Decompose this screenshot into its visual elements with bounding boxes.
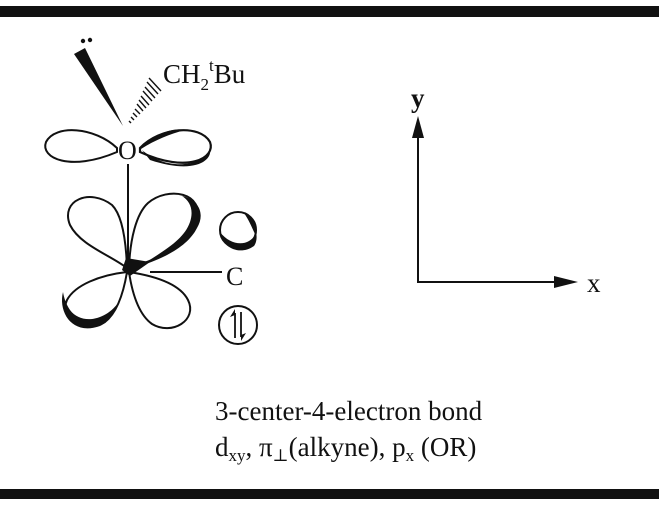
oxygen-right-lobe-shading — [142, 150, 211, 167]
caption-pi-tail: (alkyne), — [288, 432, 393, 462]
oxygen-p-orbital-left-lobe — [44, 129, 118, 163]
caption-pi-subscript: ⊥ — [272, 446, 289, 465]
lone-pair-dots — [80, 37, 93, 44]
pi-orbital-upper-shading — [220, 232, 257, 251]
y-axis-label: y — [411, 83, 425, 113]
oxygen-right-lobe-shading-top — [141, 129, 185, 149]
substituent-tail: Bu — [214, 59, 246, 89]
substituent-base: CH — [163, 59, 201, 89]
pi-orbital-lower-lobe — [218, 305, 258, 345]
caption-px-tail: (OR) — [414, 432, 477, 462]
top-rule — [0, 6, 659, 17]
hashed-bond — [128, 77, 162, 124]
electron-pair-arrows — [230, 309, 246, 341]
bottom-rule — [0, 489, 659, 499]
carbon-label: C — [226, 262, 243, 291]
caption-separator: , — [245, 432, 259, 462]
d-orbital-upper-right-shading — [140, 196, 201, 266]
substituent-superscript: t — [209, 56, 214, 75]
caption-px-subscript: x — [405, 446, 415, 465]
coordinate-axes — [412, 116, 578, 288]
caption-pi: π — [259, 432, 273, 462]
oxygen-label: O — [118, 136, 137, 165]
substituent-label: CH2tBu — [163, 56, 246, 94]
caption-px: p — [392, 432, 406, 462]
d-orbital-lower-left-shading — [62, 292, 120, 329]
y-axis-arrowhead — [412, 116, 424, 138]
caption-line-1: 3-center-4-electron bond — [215, 396, 483, 426]
pi-orbital-upper-shading-right — [244, 213, 257, 236]
wedge-bond — [74, 48, 123, 126]
d-orbital-lower-right-lobe — [127, 270, 192, 330]
d-orbital-center-shading — [122, 258, 150, 276]
caption-dxy-subscript: xy — [228, 446, 246, 465]
caption-line-2: dxy, π⊥(alkyne), px (OR) — [215, 432, 477, 465]
x-axis-arrowhead — [554, 276, 578, 288]
x-axis-label: x — [587, 268, 601, 298]
substituent-subscript: 2 — [201, 75, 210, 94]
caption-dxy: d — [215, 432, 229, 462]
d-orbital-upper-left-lobe — [67, 196, 129, 271]
